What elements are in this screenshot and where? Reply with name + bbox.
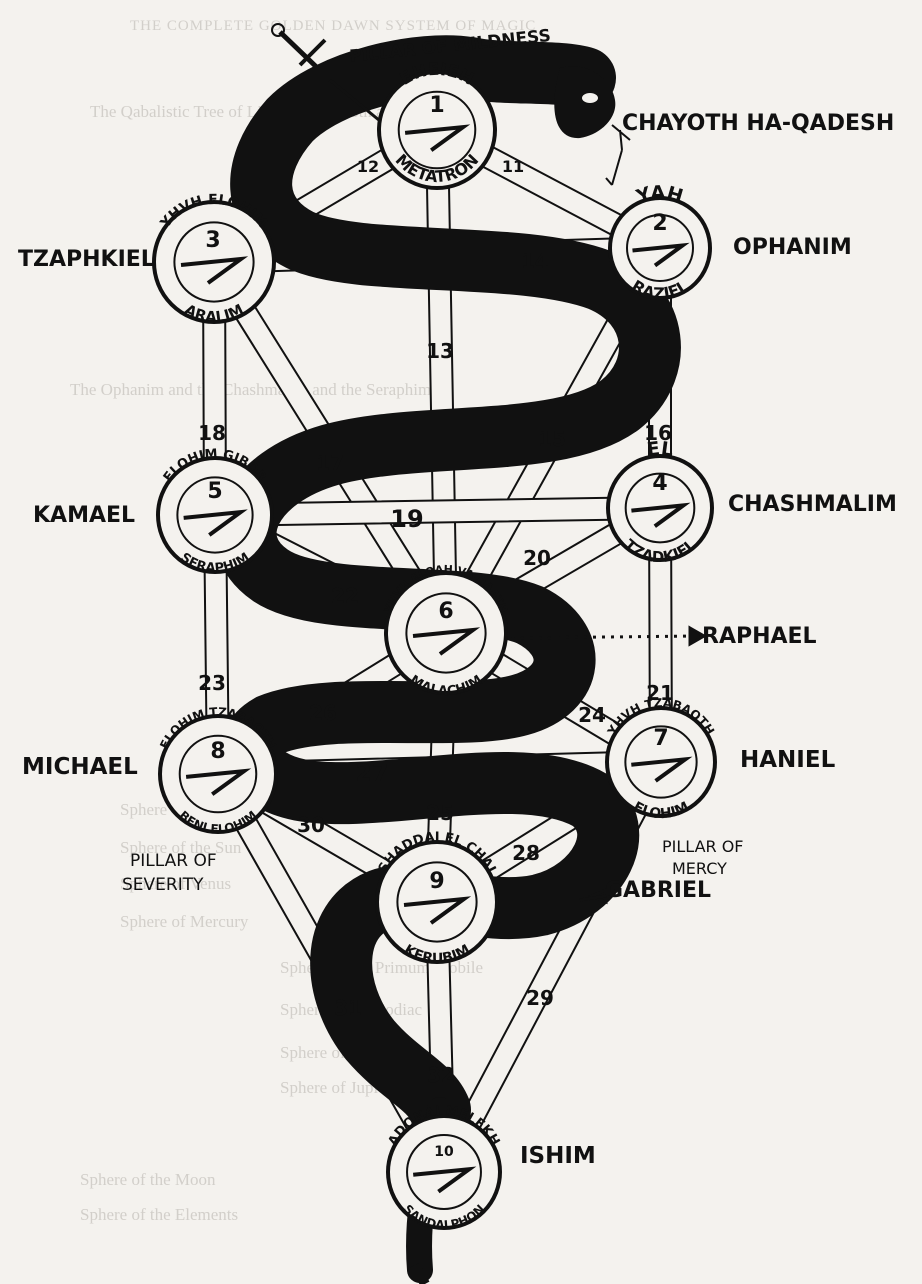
sephirah-number-10: 10 [434,1144,454,1160]
path-number-26: 26 [309,701,337,725]
path-number-28: 28 [512,841,540,865]
pillar-of-mercy-label-line2: MERCY [672,859,727,878]
pillar-of-mercy-label-line1: PILLAR OF [662,837,744,856]
pillar-of-severity-label-line1: PILLAR OF [130,851,217,871]
flaming-sword-stroke [632,242,690,268]
path-number-29: 29 [526,986,554,1010]
outer-labels: PILLAR OF MILDNESS CHAYOTH HA-QADESH TZA… [18,26,897,1169]
kamael-label: KAMAEL [33,503,135,528]
ishim-label: ISHIM [520,1143,596,1169]
flaming-sword-stroke [413,1166,477,1194]
path-number-19: 19 [390,505,423,533]
path-number-16: 16 [644,421,672,445]
path-number-22: 22 [331,584,359,608]
pillar-of-severity-label-line2: SEVERITY [122,875,204,895]
chashmalim-label: CHASHMALIM [728,492,897,517]
sephirah-number-8: 8 [210,739,225,764]
path-number-21: 21 [646,681,674,705]
path-number-32: 32 [427,1063,455,1087]
sephirah-2-inner-ring [626,214,694,282]
path-number-20: 20 [523,546,551,570]
sephirah-number-6: 6 [438,599,453,624]
path-number-23: 23 [198,671,226,695]
sephirah-number-3: 3 [205,228,220,253]
sephirah-2-top-name: YAH [633,182,686,209]
chayoth-label: CHAYOTH HA-QADESH [622,111,894,136]
sephirah-6-inner-ring [405,592,487,674]
flaming-sword-stroke [403,896,472,925]
flaming-sword-stroke [183,509,248,537]
sephirah-number-5: 5 [207,479,222,504]
sephirah-number-7: 7 [653,726,668,751]
ophanim-label: OPHANIM [733,235,852,260]
path-number-27: 27 [355,759,388,787]
sephirah-4-inner-ring [624,472,696,544]
sephirah-1-inner-ring [397,90,477,170]
sephirah-number-2: 2 [652,211,667,236]
sephiroth-group [152,70,717,1230]
path-number-15: 15 [538,427,566,451]
sephirah-3-inner-ring [173,221,255,303]
gabriel-label: GABRIEL [605,878,711,903]
sephirah-7-inner-ring [624,725,698,799]
raphael-label: RAPHAEL [702,624,817,649]
path-number-31: 31 [334,996,362,1020]
sephirah-8-inner-ring [178,734,258,814]
path-number-25: 25 [426,801,454,825]
path-number-24: 24 [578,703,606,727]
flaming-sword-stroke [631,502,691,528]
sephirah-10-inner-ring [406,1134,482,1210]
sword-pillar-of-mildness [271,23,386,127]
path-number-18: 18 [198,421,226,445]
sephirah-number-4: 4 [652,471,667,496]
tzaphkiel-label: TZAPHKIEL [18,247,155,272]
flaming-sword-stroke [180,256,249,285]
path-number-13: 13 [426,339,454,363]
sephirah-7-bottom-name: ELOHIM [630,799,691,822]
path-number-11: 11 [502,157,524,176]
sephirah-numbers: 1 2 3 4 5 6 7 8 9 10 [205,93,668,1160]
sephirah-5-inner-ring [176,476,254,554]
path-number-30: 30 [297,813,325,837]
path-number-17: 17 [316,451,344,475]
path-numbers: 11 12 13 14 15 16 17 18 19 20 21 22 23 2… [198,157,674,1087]
sephirah-number-9: 9 [429,869,444,894]
flaming-sword-stroke [404,124,471,152]
haniel-label: HANIEL [740,747,836,773]
flaming-sword-stroke [631,756,693,783]
sephirah-number-1: 1 [429,93,444,118]
path-number-12: 12 [357,157,379,176]
path-number-14: 14 [521,249,549,273]
path-channel [424,128,459,635]
sephirah-9-inner-ring [396,861,478,943]
flaming-sword-stroke [185,768,252,796]
michael-label: MICHAEL [22,754,138,780]
flaming-sword-stroke [412,627,481,656]
label-pointers [511,625,708,905]
